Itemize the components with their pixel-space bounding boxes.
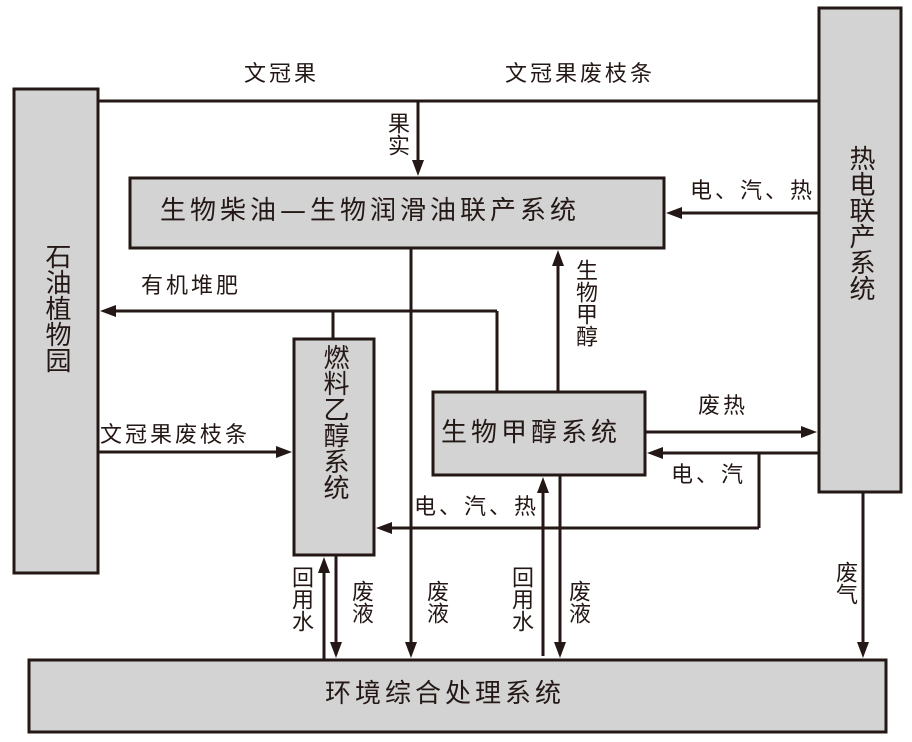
label-fruit-kernel: 果实 [384, 112, 409, 156]
label-waste-liquid-methanol: 废液 [565, 580, 590, 624]
label-chp-to-ethanol: 电、汽、热 [414, 495, 540, 520]
label-fruit-top: 文冠果 [244, 62, 320, 87]
arrow-head-biomethanol [552, 250, 564, 266]
label-waste-liquid-ethanol: 废液 [348, 580, 373, 624]
node-chp[interactable] [817, 6, 903, 494]
label-chp-to-biodiesel: 电、汽、热 [690, 179, 816, 204]
label-methanol: 生物甲醇系统 [441, 418, 622, 448]
arrow-head-reuse-ethanol [318, 557, 330, 573]
arrow-head-waste-heat [801, 426, 817, 438]
label-compost: 有机堆肥 [141, 274, 242, 299]
label-reuse-water-methanol: 回用水 [508, 566, 533, 632]
node-methanol[interactable] [431, 390, 647, 477]
arrow-head-branches-ethanol [276, 446, 292, 458]
arrow-head-chp-biodiesel [666, 207, 682, 219]
label-biomethanol: 生物甲醇 [572, 259, 597, 347]
label-waste-liquid-biodiesel: 废液 [423, 580, 448, 624]
arrow-head-chp-ethanol [376, 522, 392, 534]
arrow-head-reuse-methanol [537, 477, 549, 493]
label-reuse-water-ethanol: 回用水 [288, 566, 313, 632]
arrow-head-waste-biodiesel [405, 642, 417, 658]
arrow-head-chp-methanol [647, 447, 663, 459]
label-branches-top: 文冠果废枝条 [505, 62, 656, 87]
label-plantation: 石油植物园 [41, 243, 71, 373]
label-waste-gas: 废气 [832, 561, 857, 605]
label-branches-to-ethanol: 文冠果废枝条 [100, 423, 251, 448]
label-waste-heat: 废热 [698, 394, 749, 419]
arrow-head-waste-gas [857, 642, 869, 658]
node-biodiesel[interactable] [128, 176, 666, 250]
arrow-head-waste-methanol [554, 642, 566, 658]
label-chp: 热电联产系统 [845, 145, 875, 301]
label-biodiesel: 生物柴油—生物润滑油联产系统 [160, 196, 581, 226]
node-plantation[interactable] [12, 87, 100, 575]
label-chp-to-methanol: 电、汽 [671, 463, 747, 488]
label-environment: 环境综合处理系统 [325, 679, 566, 709]
label-ethanol: 燃料乙醇系统 [319, 344, 349, 500]
node-ethanol[interactable] [292, 337, 376, 557]
arrow-head-waste-ethanol [330, 642, 342, 658]
node-environment[interactable] [27, 658, 888, 734]
arrow-head-fruit [412, 160, 424, 176]
arrow-head-compost [100, 305, 116, 317]
